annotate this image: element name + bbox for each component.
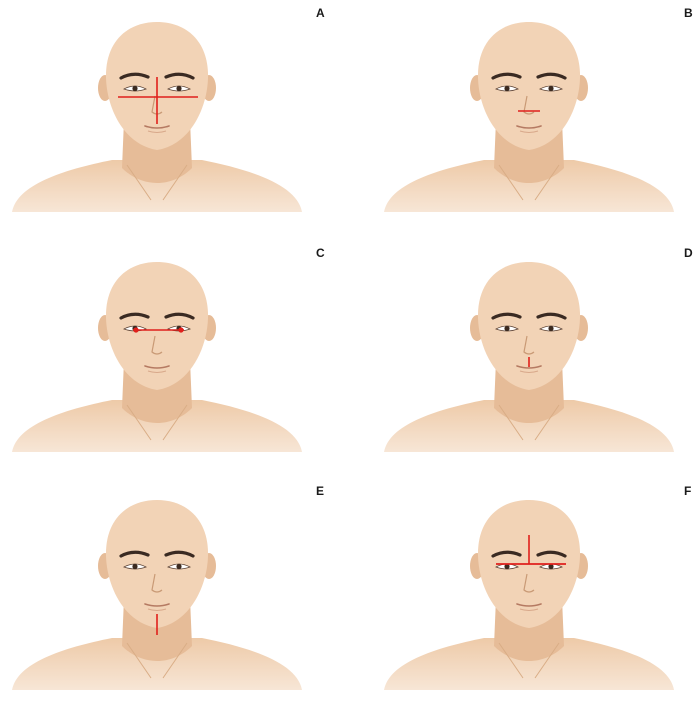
marker-right-eye-dot (178, 327, 183, 332)
panel-label: A (316, 6, 325, 20)
panel-a: A (0, 0, 340, 232)
marker-overlay (358, 240, 698, 472)
panel-label: E (316, 484, 324, 498)
panel-f: F (358, 478, 698, 710)
marker-overlay (0, 240, 340, 472)
panel-label: B (684, 6, 693, 20)
marker-overlay (358, 478, 698, 710)
panel-b: B (358, 0, 698, 232)
panel-d: D (358, 240, 698, 472)
marker-overlay (0, 0, 340, 232)
marker-left-eye-dot (133, 327, 138, 332)
panel-c: C (0, 240, 340, 472)
panel-label: C (316, 246, 325, 260)
panel-label: D (684, 246, 693, 260)
panel-e: E (0, 478, 340, 710)
panel-label: F (684, 484, 691, 498)
marker-overlay (0, 478, 340, 710)
marker-overlay (358, 0, 698, 232)
